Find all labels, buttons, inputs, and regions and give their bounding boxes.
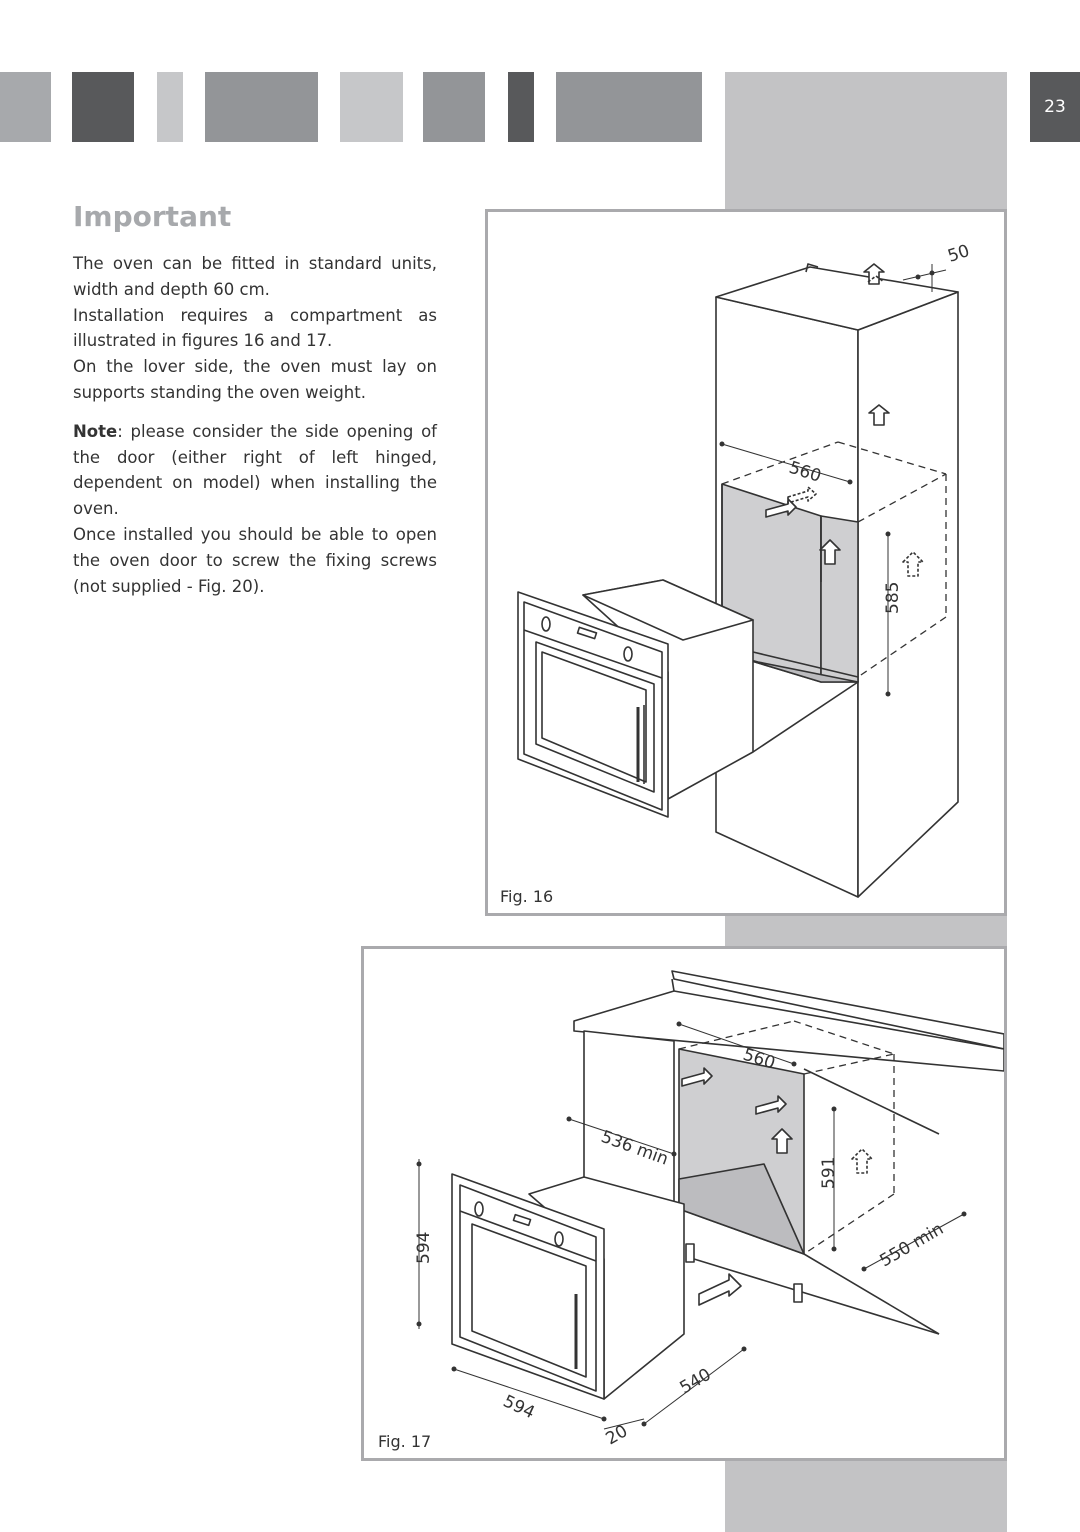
- paragraph-supports: On the lover side, the oven must lay on …: [73, 357, 437, 402]
- header-block-5: [340, 72, 403, 142]
- figure-17: 560 536 min 591 550 min 594 594 540 20 F…: [361, 946, 1007, 1461]
- fig17-dim-back-min: 550 min: [877, 1219, 948, 1271]
- fig16-dim-height: 585: [883, 582, 903, 614]
- header-block-3: [157, 72, 183, 142]
- header-block-6: [423, 72, 485, 142]
- note-label: Note: [73, 421, 118, 441]
- figure-16-caption: Fig. 16: [500, 887, 554, 906]
- header-block-7: [508, 72, 534, 142]
- fig17-dim-oven-depth: 540: [677, 1365, 715, 1399]
- header-block-4: [205, 72, 318, 142]
- note-text: : please consider the side opening of th…: [73, 421, 437, 519]
- paragraph-installation: Installation requires a compartment as i…: [73, 305, 437, 351]
- paragraph-fitting: The oven can be fitted in standard units…: [73, 254, 437, 299]
- header-block-1: [0, 72, 51, 142]
- fig17-dim-oven-height: 594: [414, 1232, 434, 1264]
- figure-16: 560 585 50 Fig. 16: [485, 209, 1007, 916]
- paragraph-open-door: Once installed you should be able to ope…: [73, 524, 437, 596]
- header-block-8: [556, 72, 702, 142]
- header-block-2: [72, 72, 134, 142]
- page-title: Important: [73, 200, 232, 233]
- fig17-dim-panel: 20: [603, 1421, 632, 1449]
- paragraph-note: Note: please consider the side opening o…: [73, 419, 437, 522]
- figure-17-drawing: 560 536 min 591 550 min 594 594 540 20: [414, 970, 1004, 1449]
- side-strip-top: [725, 72, 1007, 212]
- figure-16-drawing: 560 585 50: [517, 241, 972, 898]
- page-number: 23: [1030, 72, 1080, 142]
- side-strip-bottom: [725, 1458, 1007, 1532]
- fig16-dim-top-gap: 50: [945, 241, 972, 267]
- side-strip-middle: [725, 914, 1007, 949]
- fig17-dim-height: 591: [819, 1157, 839, 1189]
- instructions-text: The oven can be fitted in standard units…: [73, 251, 437, 599]
- figure-17-caption: Fig. 17: [378, 1432, 432, 1451]
- fig17-dim-oven-width: 594: [500, 1391, 538, 1423]
